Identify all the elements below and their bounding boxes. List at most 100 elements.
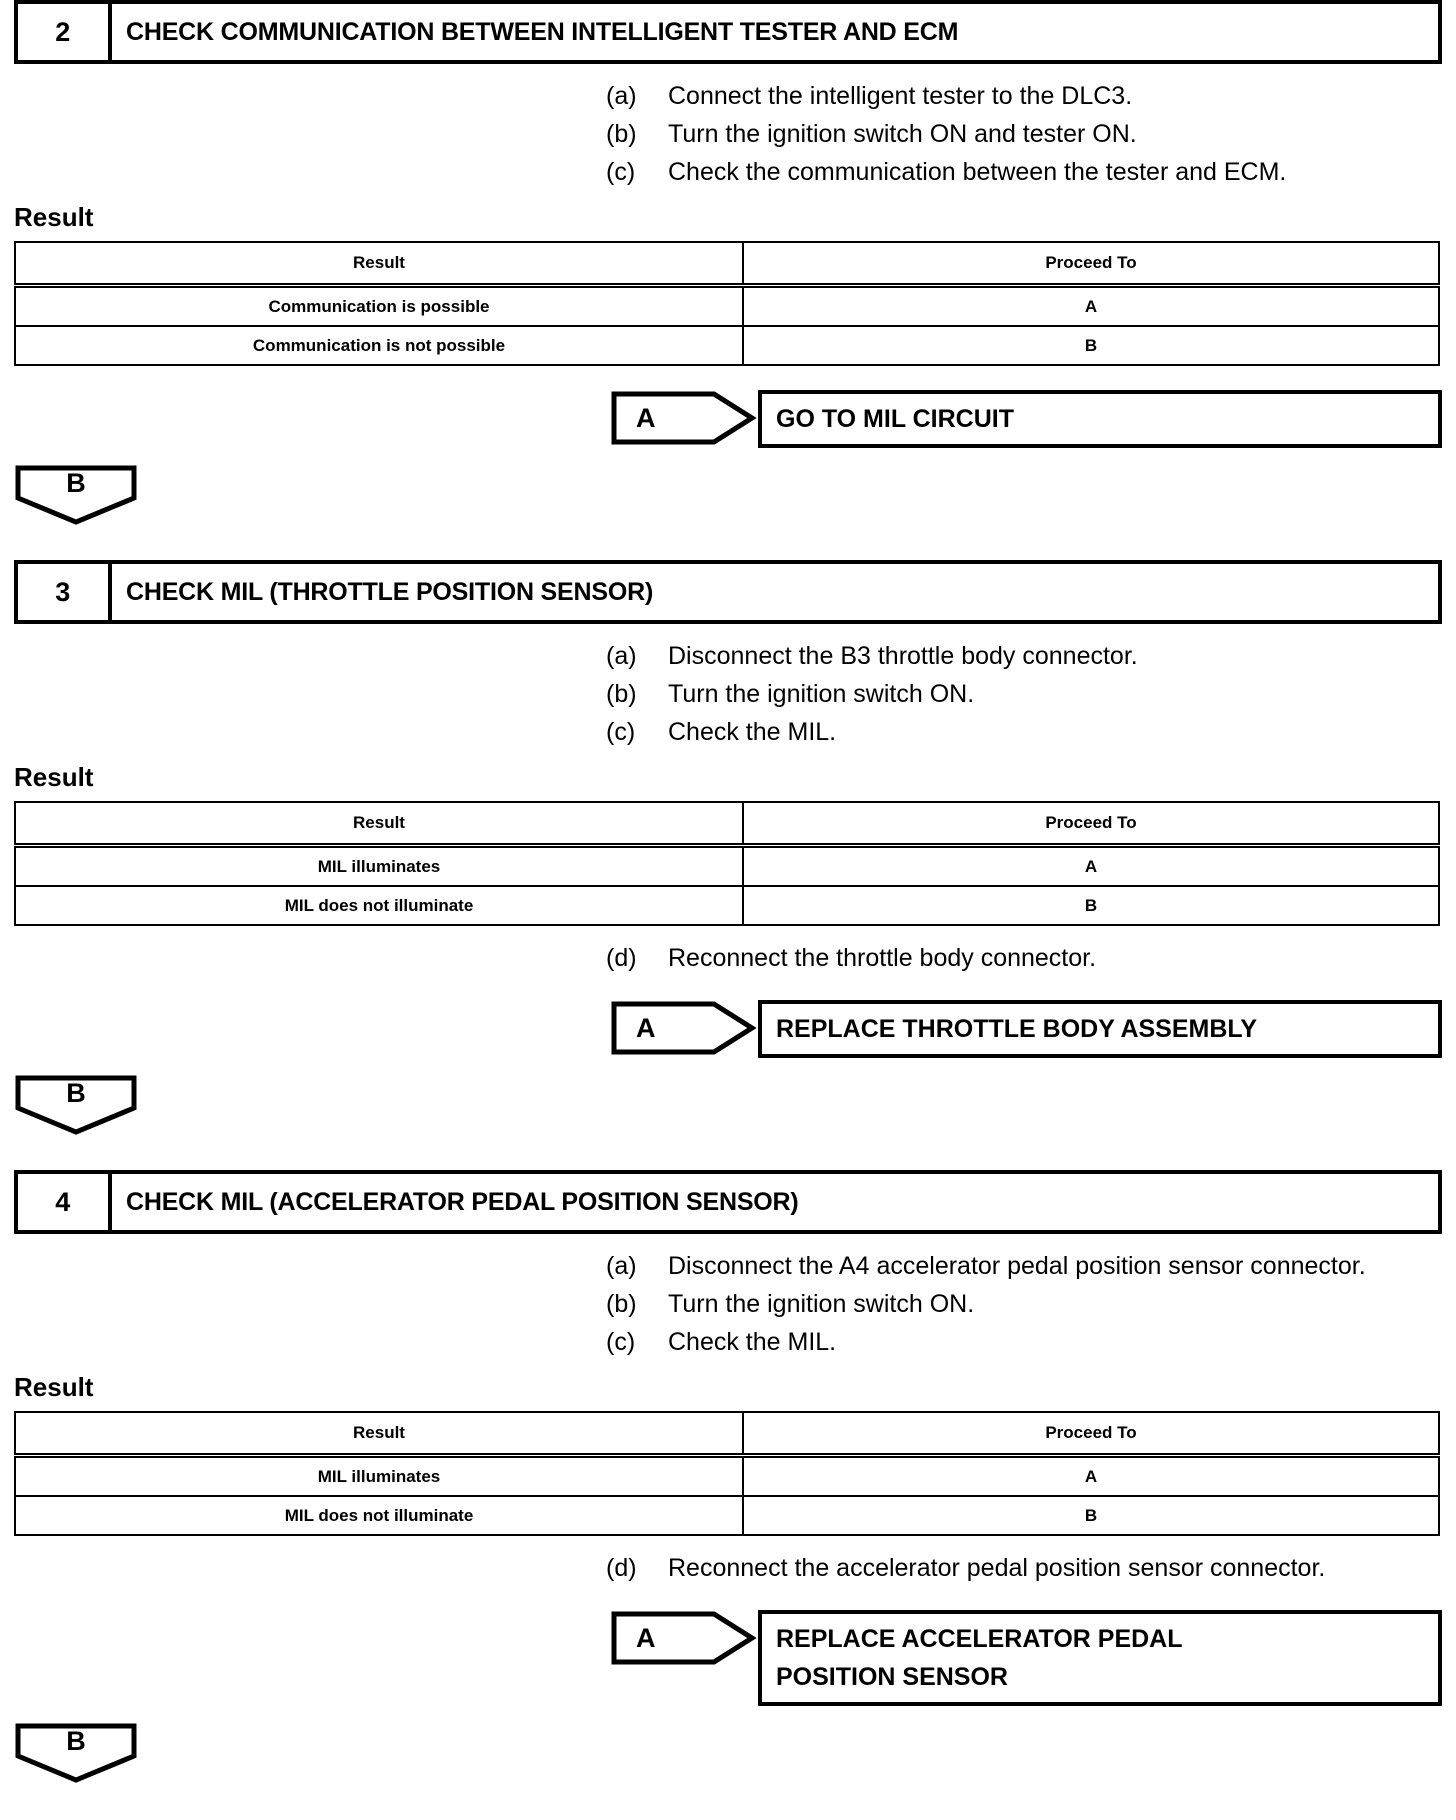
instruction-list-3: (a) Disconnect the B3 throttle body conn… (0, 638, 1456, 750)
table-header-row: Result Proceed To (14, 241, 1440, 288)
instruction-letter: (a) (606, 82, 637, 110)
step-number-3: 3 (18, 564, 112, 620)
instruction-item: (a) Connect the intelligent tester to th… (606, 78, 1446, 114)
result-caption: Result (14, 1372, 94, 1402)
connector-b-label: B (66, 468, 86, 498)
instruction-letter: (b) (606, 1290, 637, 1318)
connector-b-label: B (66, 1726, 86, 1756)
cell-result: MIL does not illuminate (14, 885, 744, 926)
step-title-3: CHECK MIL (THROTTLE POSITION SENSOR) (126, 577, 654, 606)
instruction-item: (d) Reconnect the throttle body connecto… (606, 940, 1446, 976)
step-number-2: 2 (18, 4, 112, 60)
connector-b-down-icon-3: B (14, 1074, 138, 1136)
table-row: MIL illuminates A (14, 1454, 1440, 1497)
instruction-item: (c) Check the MIL. (606, 1324, 1446, 1360)
column-header-proceed-to: Proceed To (742, 801, 1440, 848)
instruction-text: Reconnect the throttle body connector. (668, 944, 1097, 972)
instruction-letter: (a) (606, 642, 637, 670)
flow-outcome-row-2: A GO TO MIL CIRCUIT (0, 390, 1456, 448)
instruction-text: Disconnect the A4 accelerator pedal posi… (668, 1252, 1366, 1280)
instruction-text: Turn the ignition switch ON. (668, 1290, 975, 1318)
outcome-box-4: REPLACE ACCELERATOR PEDAL POSITION SENSO… (758, 1610, 1442, 1706)
connector-b-label: B (66, 1078, 86, 1108)
outcome-box-3: REPLACE THROTTLE BODY ASSEMBLY (758, 1000, 1442, 1058)
table-row: Communication is not possible B (14, 325, 1440, 366)
instruction-text: Turn the ignition switch ON and tester O… (668, 120, 1137, 148)
instruction-letter: (b) (606, 120, 637, 148)
cell-proceed-to: A (742, 844, 1440, 887)
result-caption: Result (14, 762, 94, 792)
instruction-item: (b) Turn the ignition switch ON. (606, 1286, 1446, 1322)
cell-result: MIL does not illuminate (14, 1495, 744, 1536)
cell-proceed-to: A (742, 1454, 1440, 1497)
instruction-list-2: (a) Connect the intelligent tester to th… (0, 78, 1456, 190)
step-title-4: CHECK MIL (ACCELERATOR PEDAL POSITION SE… (126, 1187, 799, 1216)
instruction-text: Connect the intelligent tester to the DL… (668, 82, 1133, 110)
post-instruction-list-3: (d) Reconnect the throttle body connecto… (0, 940, 1456, 976)
column-header-proceed-to: Proceed To (742, 1411, 1440, 1458)
instruction-item: (d) Reconnect the accelerator pedal posi… (606, 1550, 1446, 1586)
connector-a-arrow-icon: A (610, 1610, 758, 1666)
result-table-2: Result Proceed To Communication is possi… (14, 241, 1440, 366)
instruction-letter: (c) (606, 1328, 636, 1356)
cell-proceed-to: B (742, 885, 1440, 926)
instruction-text: Turn the ignition switch ON. (668, 680, 975, 708)
instruction-letter: (d) (606, 944, 637, 972)
result-caption: Result (14, 202, 94, 232)
instruction-letter: (b) (606, 680, 637, 708)
connector-b-down-icon-2: B (14, 464, 138, 526)
instruction-text: Disconnect the B3 throttle body connecto… (668, 642, 1138, 670)
connector-a-arrow-icon: A (610, 390, 758, 446)
instruction-item: (a) Disconnect the A4 accelerator pedal … (606, 1248, 1446, 1284)
step-number-4: 4 (18, 1174, 112, 1230)
column-header-result: Result (14, 241, 744, 288)
table-row: MIL illuminates A (14, 844, 1440, 887)
result-table-3: Result Proceed To MIL illuminates A MIL … (14, 801, 1440, 926)
table-header-row: Result Proceed To (14, 801, 1440, 848)
cell-result: Communication is possible (14, 284, 744, 327)
table-row: MIL does not illuminate B (14, 885, 1440, 926)
connector-a-label: A (636, 1012, 656, 1043)
instruction-item: (b) Turn the ignition switch ON and test… (606, 116, 1446, 152)
cell-proceed-to: B (742, 1495, 1440, 1536)
instruction-text: Reconnect the accelerator pedal position… (668, 1554, 1326, 1582)
step-header-3: 3 CHECK MIL (THROTTLE POSITION SENSOR) (14, 560, 1442, 624)
column-header-proceed-to: Proceed To (742, 241, 1440, 288)
result-table-4: Result Proceed To MIL illuminates A MIL … (14, 1411, 1440, 1536)
instruction-letter: (d) (606, 1554, 637, 1582)
connector-a-arrow-icon: A (610, 1000, 758, 1056)
table-row: MIL does not illuminate B (14, 1495, 1440, 1536)
column-header-result: Result (14, 801, 744, 848)
cell-result: Communication is not possible (14, 325, 744, 366)
instruction-item: (b) Turn the ignition switch ON. (606, 676, 1446, 712)
cell-proceed-to: B (742, 325, 1440, 366)
outcome-line: REPLACE ACCELERATOR PEDAL (776, 1625, 1183, 1653)
table-row: Communication is possible A (14, 284, 1440, 327)
cell-result: MIL illuminates (14, 844, 744, 887)
flow-outcome-row-3: A REPLACE THROTTLE BODY ASSEMBLY (0, 1000, 1456, 1058)
connector-a-label: A (636, 1622, 656, 1653)
instruction-letter: (a) (606, 1252, 637, 1280)
connector-a-label: A (636, 402, 656, 433)
instruction-letter: (c) (606, 158, 636, 186)
post-instruction-list-4: (d) Reconnect the accelerator pedal posi… (0, 1550, 1456, 1586)
flow-outcome-row-4: A REPLACE ACCELERATOR PEDAL POSITION SEN… (0, 1610, 1456, 1706)
instruction-item: (c) Check the communication between the … (606, 154, 1446, 190)
outcome-line: REPLACE THROTTLE BODY ASSEMBLY (776, 1015, 1258, 1043)
outcome-box-2: GO TO MIL CIRCUIT (758, 390, 1442, 448)
instruction-text: Check the MIL. (668, 1328, 837, 1356)
instruction-item: (a) Disconnect the B3 throttle body conn… (606, 638, 1446, 674)
table-header-row: Result Proceed To (14, 1411, 1440, 1458)
step-title-2: CHECK COMMUNICATION BETWEEN INTELLIGENT … (126, 17, 959, 46)
cell-result: MIL illuminates (14, 1454, 744, 1497)
instruction-item: (c) Check the MIL. (606, 714, 1446, 750)
step-header-4: 4 CHECK MIL (ACCELERATOR PEDAL POSITION … (14, 1170, 1442, 1234)
connector-b-down-icon-4: B (14, 1722, 138, 1784)
instruction-list-4: (a) Disconnect the A4 accelerator pedal … (0, 1248, 1456, 1360)
instruction-letter: (c) (606, 718, 636, 746)
instruction-text: Check the communication between the test… (668, 158, 1287, 186)
instruction-text: Check the MIL. (668, 718, 837, 746)
cell-proceed-to: A (742, 284, 1440, 327)
outcome-line: GO TO MIL CIRCUIT (776, 405, 1014, 433)
